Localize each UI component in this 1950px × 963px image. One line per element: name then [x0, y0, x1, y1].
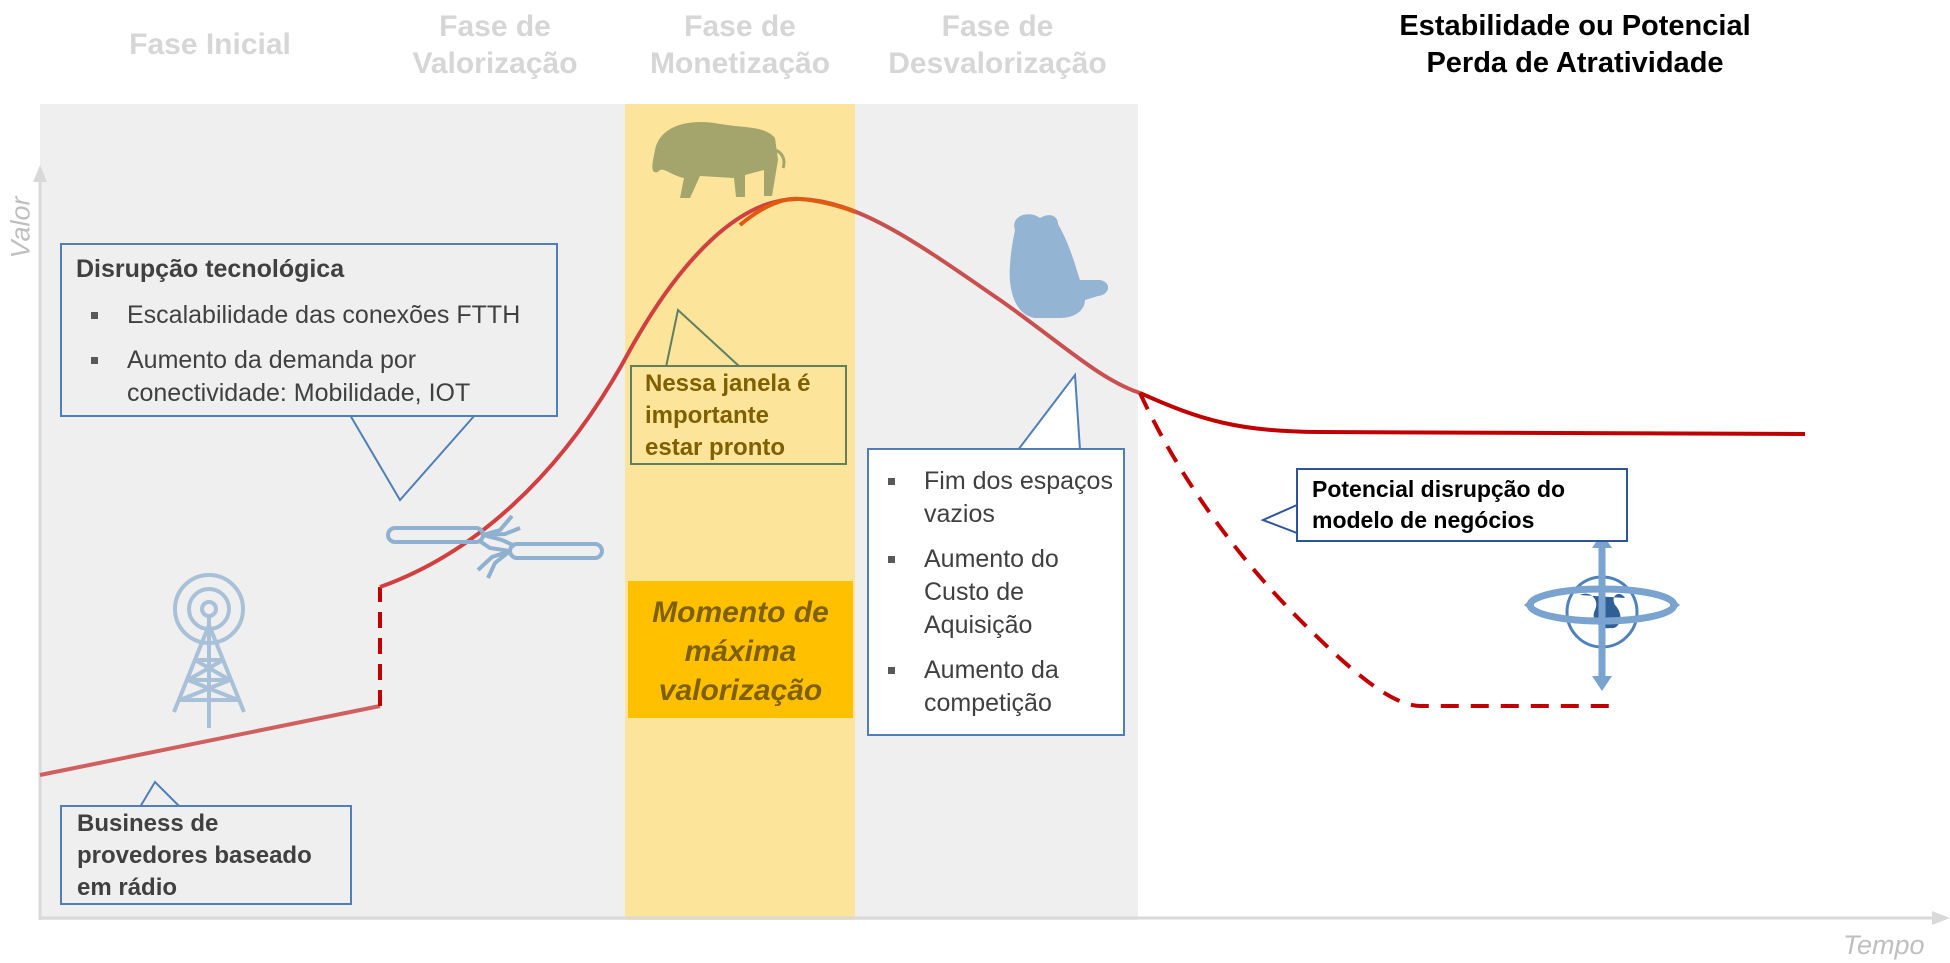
phase-band-initial [40, 104, 380, 920]
curve-peak-highlight [738, 196, 856, 227]
y-axis-arrow [33, 165, 47, 182]
phase-header-initial: Fase Inicial [129, 28, 291, 61]
fiber-optic-cable-icon [386, 514, 604, 579]
business-callout-tail [139, 780, 181, 808]
window-callout: Nessa janela é importante estar pronto [630, 365, 847, 465]
phase-header-valorization: Fase de Valorização [412, 10, 578, 80]
curve-stable [1139, 391, 1806, 436]
x-axis-label: Tempo [1843, 930, 1925, 960]
phase-band-monetization [625, 104, 855, 920]
bear-icon [1009, 214, 1109, 318]
disruption-callout-tail [349, 414, 476, 502]
disruption-bullet: Aumento da demanda por conectividade: Mo… [76, 344, 542, 410]
curve-growth [379, 196, 801, 589]
disruption-callout-title: Disrupção tecnológica [76, 255, 345, 283]
business-callout: Business de provedores baseado em rádio [60, 805, 352, 905]
devaluation-callout-tail [1017, 372, 1081, 451]
disruption-bullet: Escalabilidade das conexões FTTH [76, 299, 542, 332]
window-callout-tail [665, 308, 741, 368]
disruption-callout: Disrupção tecnológica Escalabilidade das… [60, 243, 558, 417]
curve-decline-dashed [1138, 392, 1620, 708]
devaluation-bullet: Aumento da competição [873, 654, 1119, 720]
phase-header-devaluation: Fase de Desvalorização [888, 10, 1107, 80]
phase-header-monetization: Fase de Monetização [649, 10, 831, 80]
x-axis-arrow [1932, 911, 1950, 925]
potential-callout-tail [1260, 504, 1298, 534]
devaluation-callout: Fim dos espaços vazios Aumento do Custo … [867, 448, 1125, 736]
globe-arrows-icon [1524, 533, 1680, 691]
phase-header-stability: Estabilidade ou Potencial Perda de Atrat… [1399, 10, 1751, 79]
radio-tower-icon [172, 573, 246, 728]
bull-icon [652, 121, 786, 198]
devaluation-bullet: Aumento do Custo de Aquisição [873, 543, 1119, 642]
peak-valuation-box: Momento de máxima valorização [628, 581, 853, 718]
disruption-bullet-list: Escalabilidade das conexões FTTH Aumento… [76, 299, 542, 410]
y-axis-label: Valor [5, 196, 36, 259]
potential-disruption-callout: Potencial disrupção do modelo de negócio… [1296, 468, 1628, 542]
devaluation-bullet: Fim dos espaços vazios [873, 465, 1119, 531]
curve-early [39, 704, 381, 777]
devaluation-bullet-list: Fim dos espaços vazios Aumento do Custo … [873, 465, 1119, 720]
